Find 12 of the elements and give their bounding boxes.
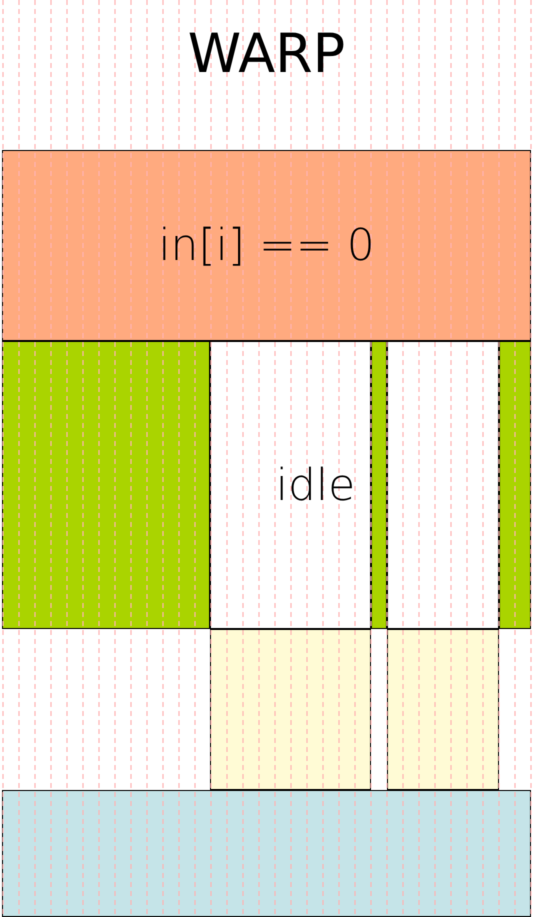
else-block [210,629,371,790]
else-block [387,629,499,790]
idle-block [210,341,371,629]
active-block [2,341,210,629]
condition-label: in[i] == 0 [158,220,375,271]
condition-band [2,150,531,341]
state-label: idle [276,460,356,510]
active-block [371,341,387,629]
converge-band [2,790,531,917]
idle-block [387,341,499,629]
active-block [499,341,531,629]
diagram-title: WARP [186,22,346,85]
